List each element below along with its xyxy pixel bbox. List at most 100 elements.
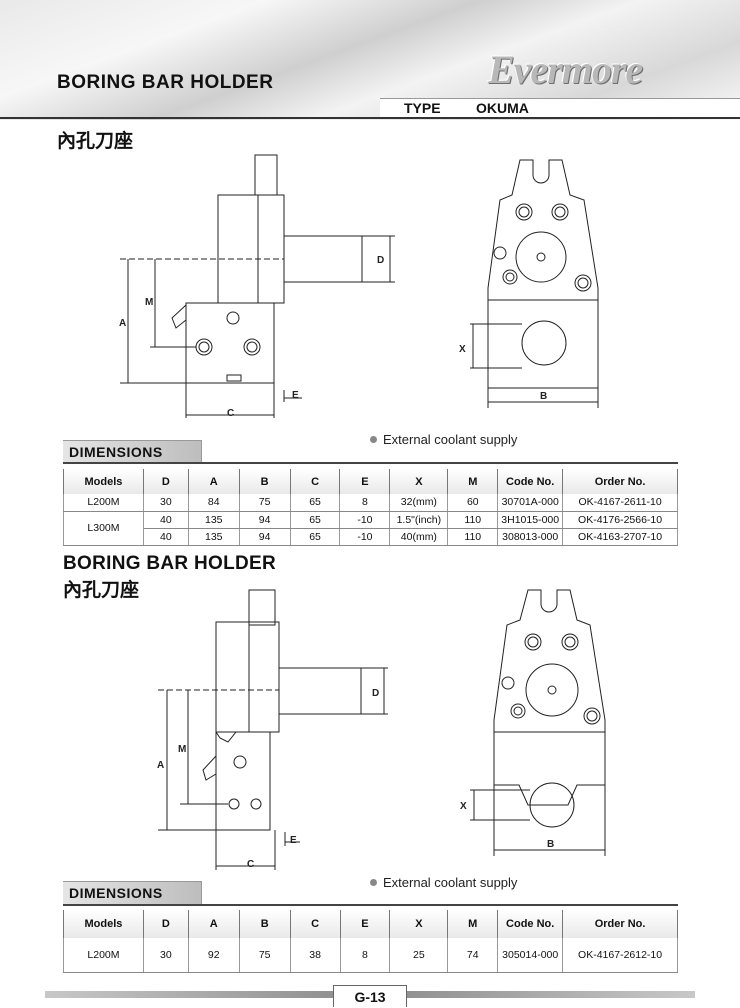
technical-drawing-1: A M C E D X B bbox=[119, 154, 599, 419]
dim-label-b: B bbox=[540, 391, 547, 402]
col-e: E bbox=[339, 469, 391, 494]
holder-plate bbox=[217, 194, 259, 304]
table-header-row: Models D A B C E X M Code No. Order No. bbox=[63, 910, 678, 938]
col-c: C bbox=[289, 469, 341, 494]
coolant-note-text: External coolant supply bbox=[383, 875, 518, 890]
table-row: L200M 30 84 75 65 8 32(mm) 60 30701A-000… bbox=[63, 494, 678, 512]
cell-a: 135 bbox=[187, 528, 240, 546]
holder-base bbox=[215, 730, 271, 831]
cell-b: 94 bbox=[238, 528, 291, 546]
table-row: L200M 30 92 75 38 8 25 74 305014-000 OK-… bbox=[63, 938, 678, 973]
cell-d: 40 bbox=[142, 511, 189, 529]
dimensions-tab-label: DIMENSIONS bbox=[69, 444, 163, 460]
holder-front-outline bbox=[487, 159, 599, 389]
page-title: BORING BAR HOLDER bbox=[57, 72, 274, 93]
cell-order: OK-4176-2566-10 bbox=[562, 511, 678, 529]
col-a: A bbox=[187, 910, 240, 938]
dimensions-tab-label: DIMENSIONS bbox=[69, 885, 163, 901]
dim-label-d: D bbox=[377, 255, 384, 266]
cell-code: 305014-000 bbox=[497, 938, 564, 973]
dimensions-tab: DIMENSIONS bbox=[63, 881, 202, 904]
clamp-screw-top bbox=[248, 589, 276, 626]
bore-circle bbox=[515, 231, 567, 283]
cell-d: 30 bbox=[142, 938, 189, 973]
dim-label-a: A bbox=[119, 318, 126, 329]
dimensions-table-1: Models D A B C E X M Code No. Order No. … bbox=[63, 469, 678, 546]
col-b: B bbox=[238, 910, 291, 938]
cell-c: 65 bbox=[289, 494, 341, 512]
cell-order: OK-4167-2612-10 bbox=[562, 938, 678, 973]
cell-x: 32(mm) bbox=[389, 494, 449, 512]
holder-plate bbox=[215, 621, 250, 733]
table-header-row: Models D A B C E X M Code No. Order No. bbox=[63, 469, 678, 494]
dim-label-x: X bbox=[460, 801, 467, 812]
coolant-note: External coolant supply bbox=[370, 432, 517, 447]
shank-bore-circle bbox=[529, 782, 575, 828]
cell-x: 25 bbox=[389, 938, 449, 973]
col-c: C bbox=[289, 910, 341, 938]
dim-label-e: E bbox=[292, 390, 299, 401]
col-b: B bbox=[238, 469, 291, 494]
cell-d: 30 bbox=[142, 494, 189, 512]
cell-m: 60 bbox=[447, 494, 499, 512]
cell-b: 75 bbox=[238, 494, 291, 512]
section-subtitle: 內孔刀座 bbox=[63, 580, 140, 601]
coolant-nozzle bbox=[171, 304, 187, 329]
cell-model: L200M bbox=[63, 494, 144, 512]
cell-e: -10 bbox=[339, 511, 391, 529]
cell-e: 8 bbox=[339, 938, 391, 973]
col-code: Code No. bbox=[497, 469, 564, 494]
page-subtitle: 內孔刀座 bbox=[57, 131, 134, 152]
bullet-icon bbox=[370, 879, 377, 886]
cell-x: 40(mm) bbox=[389, 528, 449, 546]
dim-label-a: A bbox=[157, 760, 164, 771]
bullet-icon bbox=[370, 436, 377, 443]
cell-c: 65 bbox=[289, 528, 341, 546]
coolant-nozzle bbox=[202, 755, 217, 781]
col-order: Order No. bbox=[562, 469, 678, 494]
type-value: OKUMA bbox=[476, 100, 529, 116]
table-top-rule bbox=[63, 462, 678, 464]
type-label: TYPE bbox=[404, 100, 441, 116]
cell-m: 74 bbox=[447, 938, 499, 973]
col-e: E bbox=[339, 910, 391, 938]
table-row: 40 135 94 65 -10 40(mm) 110 308013-000 O… bbox=[64, 528, 678, 546]
clamp-screw-top bbox=[254, 154, 278, 196]
dim-label-x: X bbox=[459, 344, 466, 355]
col-m: M bbox=[447, 469, 499, 494]
table-row: L300M 40 135 94 65 -10 1.5"(inch) 110 3H… bbox=[63, 511, 678, 546]
boring-bar-shank bbox=[283, 235, 363, 283]
cell-model: L200M bbox=[63, 938, 144, 973]
col-models: Models bbox=[63, 910, 144, 938]
col-models: Models bbox=[63, 469, 144, 494]
boring-bar-shank bbox=[278, 667, 362, 715]
bore-circle bbox=[525, 663, 579, 717]
col-order: Order No. bbox=[562, 910, 678, 938]
type-bar bbox=[380, 98, 740, 119]
cell-a: 84 bbox=[187, 494, 240, 512]
cell-b: 94 bbox=[238, 511, 291, 529]
dim-label-m: M bbox=[145, 297, 153, 308]
cell-d: 40 bbox=[142, 528, 189, 546]
cell-x: 1.5"(inch) bbox=[389, 511, 449, 529]
dim-label-b: B bbox=[547, 839, 554, 850]
dim-label-c: C bbox=[247, 859, 254, 870]
dim-label-m: M bbox=[178, 744, 186, 755]
col-d: D bbox=[142, 910, 189, 938]
brand-logo: Evermore bbox=[488, 47, 643, 92]
coolant-note: External coolant supply bbox=[370, 875, 517, 890]
cell-code: 308013-000 bbox=[497, 528, 564, 546]
coolant-note-text: External coolant supply bbox=[383, 432, 518, 447]
dim-label-c: C bbox=[227, 408, 234, 419]
cell-m: 110 bbox=[447, 528, 499, 546]
cell-e: -10 bbox=[339, 528, 391, 546]
cell-code: 3H1015-000 bbox=[497, 511, 564, 529]
cell-c: 38 bbox=[289, 938, 341, 973]
dimensions-table-2: Models D A B C E X M Code No. Order No. … bbox=[63, 910, 678, 973]
technical-drawing-2: A M C E D X B bbox=[157, 589, 606, 870]
dim-label-e: E bbox=[290, 835, 297, 846]
cell-c: 65 bbox=[289, 511, 341, 529]
table-top-rule bbox=[63, 904, 678, 906]
col-x: X bbox=[389, 469, 449, 494]
cell-e: 8 bbox=[339, 494, 391, 512]
